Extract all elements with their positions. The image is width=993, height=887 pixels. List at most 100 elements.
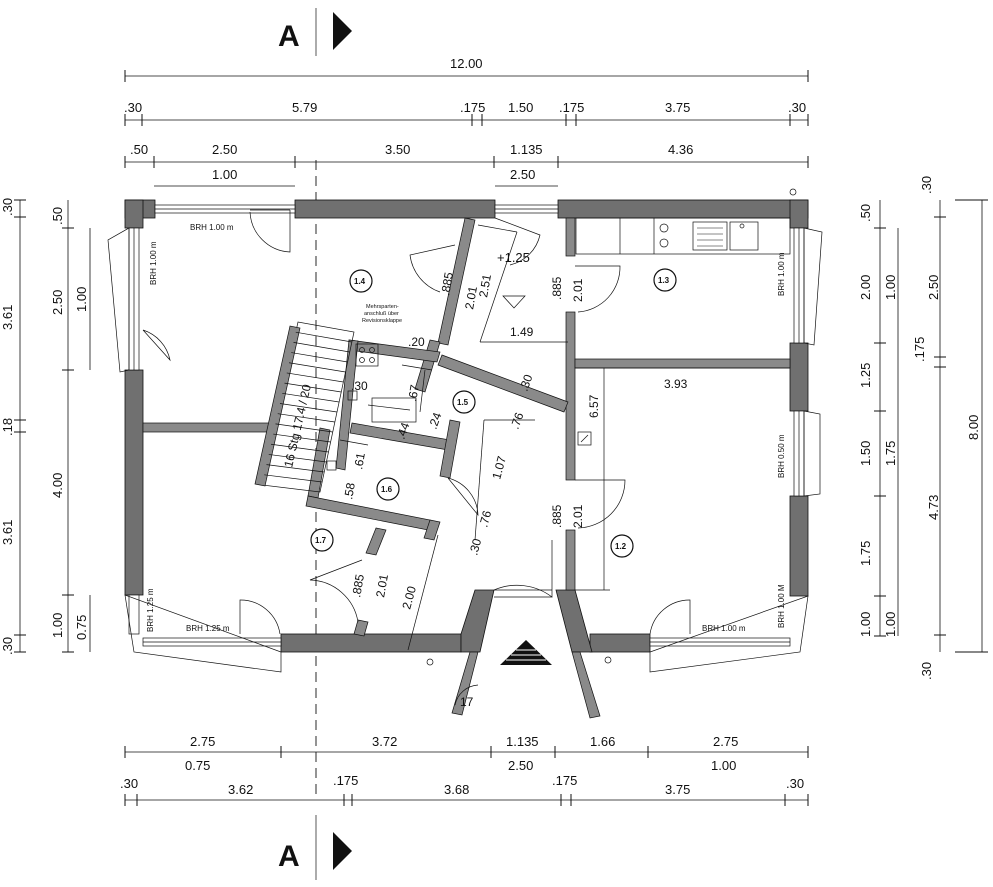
dim-right-o-0: .30 bbox=[919, 176, 934, 194]
idim-1: 2.01 bbox=[462, 285, 480, 311]
dim-left-m-0: .50 bbox=[50, 207, 65, 225]
dim-top-r3-1: 2.50 bbox=[510, 167, 535, 182]
dim-top-r1-6: .30 bbox=[788, 100, 806, 115]
dim-right-i-1: 2.00 bbox=[858, 275, 873, 300]
room-label-1-3: 1.3 bbox=[658, 276, 670, 285]
idim-5: 1.49 bbox=[510, 325, 534, 339]
stair-tread bbox=[273, 433, 331, 443]
dim-top-r2-4: 4.36 bbox=[668, 142, 693, 157]
level-marker: +1.25 bbox=[497, 250, 530, 309]
dim-right-m-2: 1.00 bbox=[883, 612, 898, 637]
dimensions-right: .50 2.00 1.25 1.50 1.75 1.00 1.00 1.75 1… bbox=[858, 176, 988, 680]
idim-4: 2.01 bbox=[571, 278, 585, 302]
dim-right-i-5: 1.00 bbox=[858, 612, 873, 637]
dim-top-r1-2: .175 bbox=[460, 100, 485, 115]
idim-17: 1.07 bbox=[489, 454, 509, 480]
idim-21: 2.01 bbox=[571, 504, 585, 528]
dim-bot-r1b-1: 2.50 bbox=[508, 758, 533, 773]
brh-7: BRH 1.00 M bbox=[777, 584, 786, 628]
stair-tread bbox=[291, 352, 348, 363]
stair-tread bbox=[295, 331, 352, 343]
dimensions-top: 12.00 .30 5.79 .175 1.50 .175 3.75 .30 .… bbox=[124, 56, 809, 187]
stair-tread bbox=[282, 392, 340, 403]
section-label-bottom: A bbox=[278, 840, 300, 873]
dim-right-o-2: .175 bbox=[912, 337, 927, 362]
room-bubble-1-7 bbox=[310, 528, 334, 552]
idim-0: .885 bbox=[438, 271, 456, 297]
dim-top-r3-0: 1.00 bbox=[212, 167, 237, 182]
dim-right-i-4: 1.75 bbox=[858, 541, 873, 566]
idim-3: .885 bbox=[550, 276, 564, 300]
room-bubble-1-4 bbox=[349, 269, 373, 293]
idim-24: 2.00 bbox=[399, 584, 419, 610]
idim-15: .61 bbox=[351, 451, 368, 470]
room-label-1-5: 1.5 bbox=[457, 398, 469, 407]
room-bubble-1-6 bbox=[376, 477, 400, 501]
dim-bot-r1-1: 3.72 bbox=[372, 734, 397, 749]
idim-16: .58 bbox=[341, 481, 358, 500]
stair-tread bbox=[288, 362, 346, 373]
idim-14: 6.57 bbox=[587, 394, 601, 418]
dim-right-m-1: 1.75 bbox=[883, 441, 898, 466]
dim-top-r2-0: .50 bbox=[130, 142, 148, 157]
room-label-1-4: 1.4 bbox=[354, 277, 366, 286]
room-bubble-1-5 bbox=[452, 390, 476, 414]
dim-top-total: 12.00 bbox=[450, 56, 483, 71]
dim-left-o-2: .18 bbox=[0, 418, 15, 436]
brh-1: BRH 1.00 m bbox=[149, 241, 158, 285]
idim-22: .885 bbox=[349, 573, 367, 599]
idim-7: .30 bbox=[351, 379, 368, 393]
brh-0: BRH 1.00 m bbox=[190, 223, 234, 232]
section-marker-top: A bbox=[278, 8, 352, 56]
dim-bot-r1b-2: 1.00 bbox=[711, 758, 736, 773]
dim-top-r1-4: .175 bbox=[559, 100, 584, 115]
dim-top-r2-3: 1.135 bbox=[510, 142, 543, 157]
dim-left-m-2: 4.00 bbox=[50, 473, 65, 498]
stair-tread bbox=[270, 443, 329, 453]
entrance-arrow-icon bbox=[500, 640, 552, 665]
dim-right-i-2: 1.25 bbox=[858, 363, 873, 388]
idim-23: 2.01 bbox=[373, 573, 391, 599]
dim-top-r2-1: 2.50 bbox=[212, 142, 237, 157]
inner-dimension-labels: .885 2.01 2.51 .885 2.01 1.49 .20 .30 .6… bbox=[341, 271, 688, 611]
dim-right-o-1: 2.50 bbox=[926, 275, 941, 300]
doors bbox=[142, 209, 691, 635]
stair-tread bbox=[264, 474, 323, 483]
section-arrow-top-icon bbox=[333, 12, 352, 50]
stair-tread bbox=[266, 464, 325, 473]
room-label-1-6: 1.6 bbox=[381, 485, 393, 494]
idim-9: .30 bbox=[517, 372, 536, 393]
shaft-fixture-icon bbox=[355, 343, 379, 367]
fixtures bbox=[326, 343, 592, 471]
section-arrow-bottom-icon bbox=[333, 832, 352, 870]
dim-left-o-1: 3.61 bbox=[0, 305, 15, 330]
dim-left-m-1: 2.50 bbox=[50, 290, 65, 315]
room-bubbles: 1.2 1.3 1.4 1.5 1.6 1.7 bbox=[310, 268, 677, 558]
dim-bot-r1-2: 1.135 bbox=[506, 734, 539, 749]
note-line-0: Mehrsparten- bbox=[366, 304, 399, 310]
dim-right-total: 8.00 bbox=[966, 415, 981, 440]
dimensions-left: .30 3.61 .18 3.61 .30 .50 2.50 4.00 1.00… bbox=[0, 198, 91, 655]
dimensions-bottom: 2.75 3.72 1.135 1.66 2.75 0.75 2.50 1.00… bbox=[120, 734, 809, 806]
dim-left-o-0: .30 bbox=[0, 198, 15, 216]
stair-tread bbox=[286, 372, 344, 383]
sink-icon bbox=[692, 221, 728, 251]
brh-2: BRH 1.00 m bbox=[777, 252, 786, 296]
note-line-1: anschluß über bbox=[364, 311, 399, 317]
dim-right-m-0: 1.00 bbox=[883, 275, 898, 300]
entrance-angle: 17 bbox=[460, 695, 474, 709]
dim-bot-r1b-0: 0.75 bbox=[185, 758, 210, 773]
windows bbox=[107, 204, 823, 673]
idim-18: .76 bbox=[476, 509, 494, 529]
dim-top-r1-5: 3.75 bbox=[665, 100, 690, 115]
idim-13: 3.93 bbox=[664, 377, 688, 391]
brh-6: BRH 1.00 m bbox=[702, 624, 746, 633]
dim-bot-r1-0: 2.75 bbox=[190, 734, 215, 749]
brh-3: BRH 0.50 m bbox=[777, 434, 786, 478]
brh-labels: BRH 1.00 m BRH 1.00 m BRH 1.00 m BRH 0.5… bbox=[146, 223, 786, 633]
dim-left-i-1: 0.75 bbox=[74, 615, 89, 640]
level-triangle-icon bbox=[502, 295, 526, 309]
stair-tread bbox=[284, 382, 342, 393]
window-left-bottom bbox=[128, 594, 140, 635]
